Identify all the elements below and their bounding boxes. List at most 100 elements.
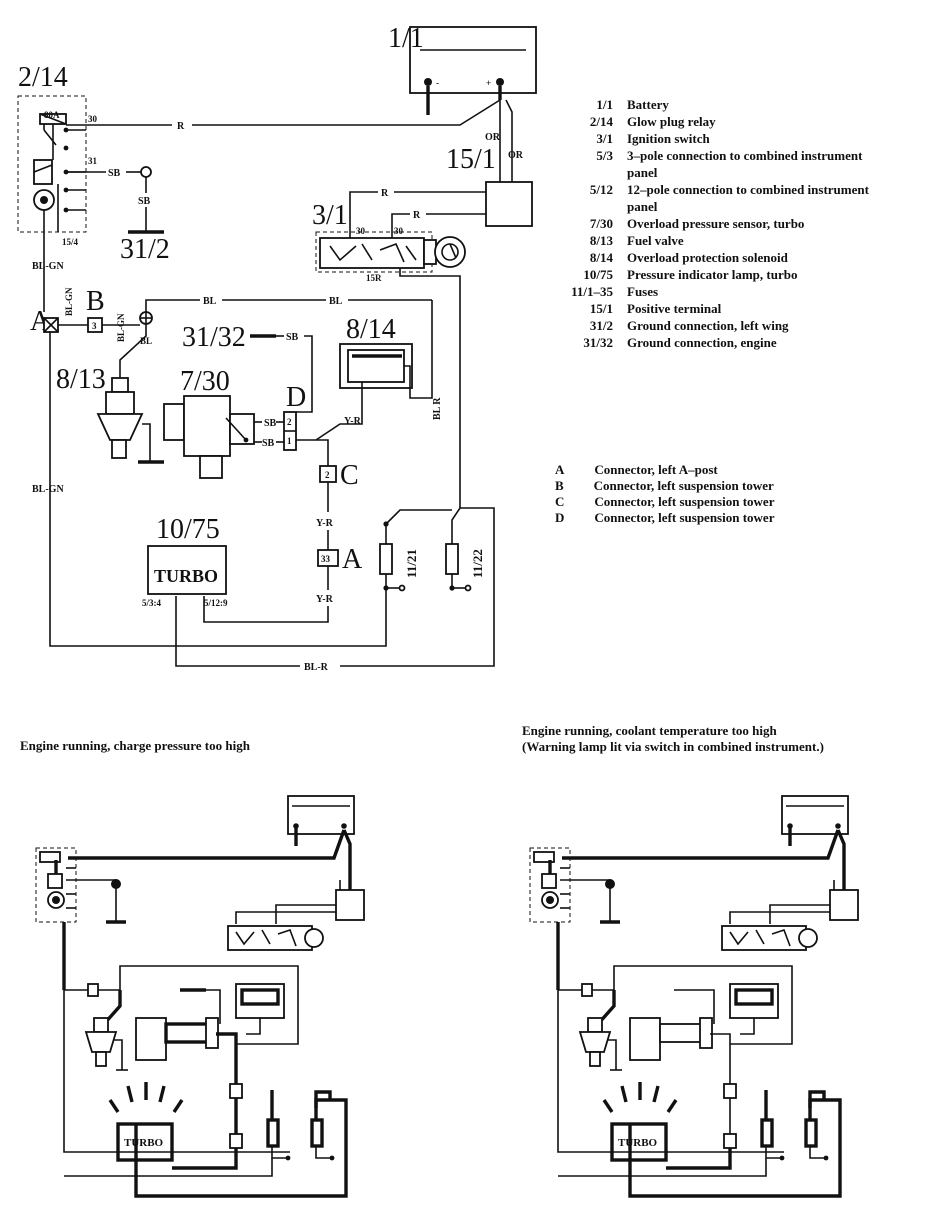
overload-solenoid: [339, 300, 433, 410]
label-pin-5-12-9: 5/12:9: [204, 598, 228, 608]
wire-label-r-mid1: R: [381, 188, 389, 199]
svg-text:33: 33: [321, 554, 331, 564]
label-pin-5-3-4: 5/3:4: [142, 598, 161, 608]
legend-item: 7/30 Overload pressure sensor, turbo: [555, 215, 887, 232]
legend-item: 10/75 Pressure indicator lamp, turbo: [555, 266, 887, 283]
wire-label-bl-gn-b: BL-GN: [116, 313, 126, 342]
label-ignition-switch: 3/1: [312, 200, 348, 231]
label-terminal-31: 31: [88, 156, 98, 166]
label-terminal-15r: 15R: [366, 273, 382, 283]
wire-label-bl-b: BL: [140, 336, 152, 346]
wire-label-or-1: OR: [485, 132, 501, 143]
mini-diagram-left: TURBO: [35, 795, 365, 1198]
legend-item: 31/2 Ground connection, left wing: [555, 317, 887, 334]
wire-label-bl-r-vert: BL R: [432, 397, 443, 420]
legend-item-code: 8/14: [589, 250, 613, 265]
label-ign-30b: 30: [394, 226, 404, 236]
label-overload-sensor: 7/30: [180, 366, 230, 397]
legend-item-desc: Pressure indicator lamp, turbo: [627, 267, 798, 282]
legend-item-desc: Glow plug relay: [627, 114, 716, 129]
lamp-text: TURBO: [154, 566, 218, 586]
connector-legend-item-desc: Connector, left suspension tower: [594, 510, 775, 525]
svg-text:3: 3: [92, 321, 97, 331]
connector-legend-item: C Connector, left suspension tower: [555, 494, 774, 510]
label-fuse-11-22: 11/22: [470, 549, 485, 578]
wire-label-sb-ground: SB: [138, 196, 151, 207]
svg-text:+: +: [486, 78, 491, 88]
label-connector-d: D: [286, 382, 306, 413]
caption-left: Engine running, charge pressure too high: [20, 738, 250, 753]
legend-item-desc: Battery: [627, 97, 669, 112]
fuel-valve: [96, 377, 164, 464]
legend-item-code: 10/75: [583, 267, 613, 282]
mini-left-lamp-text: TURBO: [124, 1137, 164, 1149]
connector-legend-item-desc: Connector, left A–post: [594, 462, 718, 477]
wire-label-or-2: OR: [508, 150, 524, 161]
glow-plug-relay: [17, 95, 87, 233]
legend-item-code: 15/1: [589, 301, 613, 316]
label-overload-solenoid: 8/14: [346, 314, 396, 345]
label-terminal-30: 30: [88, 114, 98, 124]
wire-label-bl-gn-relay: BL-GN: [32, 261, 64, 272]
wire-label-sb-d2: SB: [262, 438, 275, 449]
svg-text:-: -: [436, 78, 439, 88]
mini-diagram-right: TURBO: [529, 795, 859, 1198]
legend-item: 5/3 3–pole connection to combined instrum…: [555, 147, 887, 181]
wire-label-bl-gn-a: BL-GN: [64, 287, 74, 316]
label-connector-a-lower: A: [342, 544, 363, 575]
legend-item: 15/1 Positive terminal: [555, 300, 887, 317]
label-ign-30a: 30: [356, 226, 366, 236]
legend-item-desc: Ground connection, left wing: [627, 318, 789, 333]
legend-item-code: 7/30: [589, 216, 613, 231]
ignition-switch: [315, 231, 466, 273]
fuse-11-22: [445, 528, 472, 592]
connector-legend-item-code: C: [555, 494, 565, 509]
connector-legend-item-desc: Connector, left suspension tower: [593, 478, 774, 493]
legend-item-code: 2/14: [589, 114, 613, 129]
label-fuse-11-21: 11/21: [404, 549, 419, 578]
label-positive-terminal: 15/1: [446, 144, 496, 175]
caption-right: Engine running, coolant temperature too …: [522, 723, 824, 755]
legend-item: 2/14 Glow plug relay: [555, 113, 887, 130]
label-ground-engine: 31/32: [182, 322, 246, 353]
wire-label-y-r-sol: Y-R: [344, 416, 362, 427]
label-battery: 1/1: [388, 23, 424, 54]
label-fuel-valve: 8/13: [56, 364, 106, 395]
legend-item-desc: Overload protection solenoid: [627, 250, 788, 265]
legend-item-desc: 12–pole connection to combined instrumen…: [627, 182, 869, 214]
wire-label-r-mid2: R: [413, 210, 421, 221]
caption-right-line1: Engine running, coolant temperature too …: [522, 723, 777, 738]
legend-item-code: 5/3: [596, 148, 613, 163]
legend-item: 8/14 Overload protection solenoid: [555, 249, 887, 266]
legend-item-desc: Fuses: [627, 284, 659, 299]
wire-label-bl-gn-left: BL-GN: [32, 484, 64, 495]
main-diagram: - + 1/1 2/14 8: [17, 23, 537, 673]
connector-legend-item-code: B: [555, 478, 564, 493]
legend-item-code: 5/12: [589, 182, 613, 197]
label-ground-left-wing: 31/2: [120, 234, 170, 265]
wire-label-y-r-a: Y-R: [316, 594, 334, 605]
legend-item-code: 11/1–35: [571, 284, 613, 299]
wire-label-sb-d1: SB: [264, 418, 277, 429]
svg-text:2: 2: [325, 470, 330, 480]
legend-item-desc: Overload pressure sensor, turbo: [627, 216, 805, 231]
wire-label-bl-r-bottom: BL-R: [304, 662, 329, 673]
label-terminal-15-4: 15/4: [62, 237, 79, 247]
connector-legend-item: D Connector, left suspension tower: [555, 510, 774, 526]
connector-legend-item-desc: Connector, left suspension tower: [594, 494, 775, 509]
legend-item-code: 31/2: [589, 318, 613, 333]
legend-item-code: 3/1: [596, 131, 613, 146]
legend-item-code: 8/13: [589, 233, 613, 248]
connector-legend-item-code: D: [555, 510, 565, 525]
legend-item-desc: 3–pole connection to combined instrument…: [627, 148, 863, 180]
battery: - +: [409, 26, 537, 115]
svg-text:2: 2: [287, 417, 292, 427]
label-pressure-lamp: 10/75: [156, 514, 220, 545]
legend-item-desc: Positive terminal: [627, 301, 722, 316]
